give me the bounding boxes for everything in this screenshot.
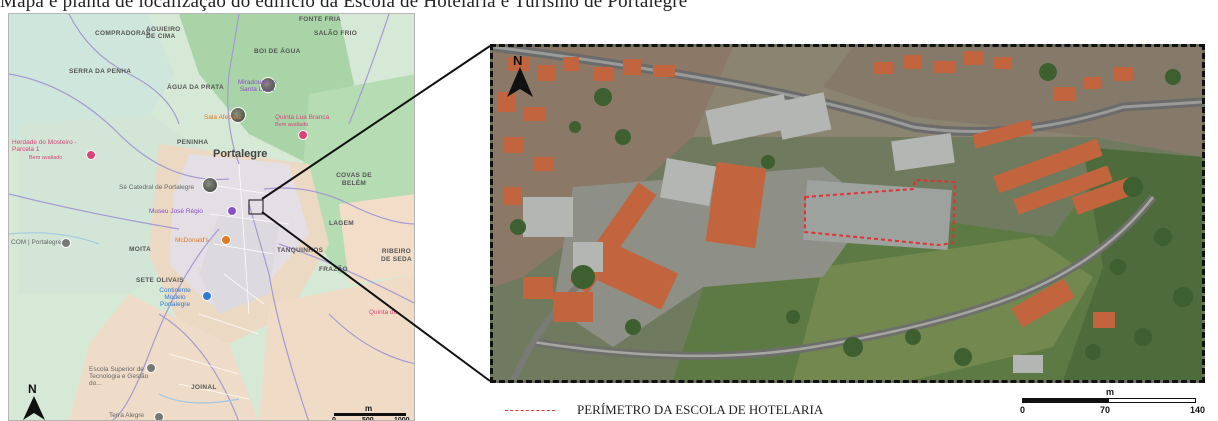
north-arrow: N	[505, 53, 535, 99]
place-label: LAGEM	[329, 220, 354, 227]
scale-tick: 140	[1190, 405, 1206, 415]
place-label: AGUIEIRO DE CIMA	[146, 26, 181, 40]
perimeter-legend-text: PERÍMETRO DA ESCOLA DE HOTELARIA	[577, 402, 824, 417]
place-label: FRAZÃO	[319, 266, 348, 273]
north-label: N	[28, 382, 37, 396]
scale-tick: 1000	[394, 417, 410, 421]
poi-label[interactable]: Quinta do	[369, 309, 398, 316]
locator-map: FONTE FRIA COMPRADORAS AGUIEIRO DE CIMA …	[8, 13, 415, 421]
scale-unit: m	[1106, 387, 1115, 397]
scale-tick: 0	[332, 417, 336, 421]
poi-label[interactable]: Sala Afec.etc	[204, 114, 242, 121]
place-label: BOI DE ÁGUA	[254, 48, 301, 55]
scale-tick: 500	[362, 417, 374, 421]
place-label: PENINHA	[177, 139, 209, 146]
scale-tick: 70	[1100, 405, 1111, 415]
photo-marker[interactable]	[230, 107, 246, 123]
hotel-pin-icon[interactable]	[298, 130, 308, 140]
scale-bar-right: m 0 70 140	[1020, 387, 1212, 421]
poi-rating: Bem avaliado	[29, 155, 63, 161]
poi-label[interactable]: Escola Superior de Tecnologia e Gestão d…	[89, 366, 149, 387]
poi-label[interactable]: Miradouro de Santa Luzia	[237, 79, 277, 93]
place-pin-icon[interactable]	[154, 412, 164, 420]
photo-marker[interactable]	[260, 77, 276, 93]
north-arrow-icon	[23, 396, 45, 420]
north-arrow-icon	[507, 67, 533, 97]
place-pin-icon[interactable]	[61, 238, 71, 248]
poi-label[interactable]: Continente Modelo Portalegre	[159, 287, 191, 308]
place-label: RIBEIRO DE SEDA	[381, 248, 412, 263]
scale-bar	[1022, 398, 1196, 403]
place-label: MOITA	[129, 246, 151, 253]
scale-tick: 0	[1020, 405, 1026, 415]
caption-fragment: Mapa e planta de localização do edifício…	[0, 0, 1218, 12]
place-label: COVAS DE BELÉM	[336, 172, 372, 187]
perimeter-legend-line	[505, 410, 555, 411]
school-pin-icon[interactable]	[146, 363, 156, 373]
scale-bar	[334, 413, 406, 416]
place-label: SALÃO FRIO	[314, 30, 358, 37]
museum-pin-icon[interactable]	[227, 206, 237, 216]
map-base	[9, 14, 414, 420]
poi-label[interactable]: Quinta Lua Branca	[275, 114, 330, 121]
place-label: COMPRADORAS	[95, 30, 151, 37]
hotel-pin-icon[interactable]	[86, 150, 96, 160]
poi-label[interactable]: Museu José Régio	[149, 208, 203, 215]
photo-marker[interactable]	[202, 177, 218, 193]
place-label: TANQUINHOS	[277, 247, 324, 254]
north-label: N	[513, 53, 523, 68]
restaurant-pin-icon[interactable]	[221, 235, 231, 245]
caption-text: Mapa e planta de localização do edifício…	[0, 0, 688, 12]
north-arrow: N	[21, 382, 47, 420]
aerial-image	[493, 47, 1202, 380]
place-label: ÁGUA DA PRATA	[167, 84, 224, 91]
place-label: SERRA DA PENHA	[69, 68, 132, 75]
place-label: JOINAL	[191, 384, 217, 391]
poi-label[interactable]: COM | Portalegre	[11, 239, 62, 246]
aerial-photo: N	[490, 44, 1205, 383]
poi-label[interactable]: Herdade do Mosteiro - Parcela 1	[12, 139, 77, 153]
poi-label[interactable]: McDonald's	[175, 237, 209, 244]
scale-bar-left: m 0 500 1000	[332, 404, 412, 421]
poi-label[interactable]: Terra Alegre	[109, 412, 145, 419]
poi-label[interactable]: Sé Catedral de Portalegre	[119, 184, 195, 191]
poi-rating: Bem avaliado	[275, 122, 309, 128]
place-label: FONTE FRIA	[299, 16, 341, 23]
scale-unit: m	[365, 404, 373, 413]
place-label: SETE OLIVAIS	[136, 277, 184, 284]
city-label: Portalegre	[213, 148, 268, 160]
shopping-pin-icon[interactable]	[202, 291, 212, 301]
